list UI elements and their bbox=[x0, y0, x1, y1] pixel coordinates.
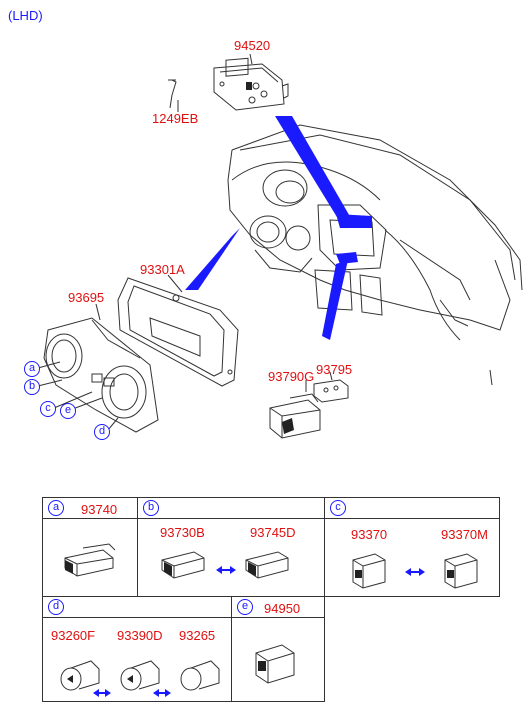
part-label-93795: 93795 bbox=[316, 362, 353, 377]
interchange-arrow-icon bbox=[405, 568, 425, 576]
part-93740-drawing bbox=[64, 543, 116, 577]
switch-93790g-drawing bbox=[269, 393, 321, 439]
part-label-1249eb: 1249EB bbox=[152, 111, 199, 126]
part-label-94520: 94520 bbox=[234, 38, 271, 53]
part-label-93745d: 93745D bbox=[250, 525, 296, 540]
part-label-93730b: 93730B bbox=[160, 525, 205, 540]
part-label-93740: 93740 bbox=[81, 502, 118, 517]
cell-b-letter: b bbox=[143, 500, 159, 516]
clock-unit-drawing bbox=[213, 57, 289, 111]
cell-a-letter: a bbox=[48, 500, 64, 516]
part-93730b-93745d-drawing bbox=[161, 551, 289, 579]
cell-d-letter: d bbox=[48, 599, 64, 615]
part-label-93370: 93370 bbox=[351, 527, 388, 542]
callout-a: a bbox=[24, 361, 40, 377]
part-label-93390d: 93390D bbox=[117, 628, 163, 643]
table-cell-b: b 93730B 93745D bbox=[137, 497, 325, 597]
interchange-arrow-icon bbox=[93, 689, 171, 697]
table-cell-a: a 93740 bbox=[42, 497, 138, 597]
callout-c: c bbox=[40, 401, 56, 417]
center-panel-drawing bbox=[43, 317, 159, 433]
part-label-93265: 93265 bbox=[179, 628, 216, 643]
part-label-93260f: 93260F bbox=[51, 628, 96, 643]
assembly-arrows bbox=[185, 116, 372, 340]
dashboard-drawing bbox=[227, 124, 523, 386]
callout-d: d bbox=[94, 424, 110, 440]
part-label-93790g: 93790G bbox=[268, 369, 315, 384]
table-cell-d: d 93260F 93390D 93265 bbox=[42, 596, 232, 702]
interchange-arrow-icon bbox=[216, 566, 236, 574]
cell-e-letter: e bbox=[237, 599, 253, 615]
table-cell-e: e 94950 bbox=[231, 596, 325, 702]
part-label-93370m: 93370M bbox=[441, 527, 488, 542]
callout-b: b bbox=[24, 379, 40, 395]
table-cell-c: c 93370 93370M bbox=[324, 497, 500, 597]
part-93370-drawing bbox=[352, 553, 478, 589]
part-label-94950: 94950 bbox=[264, 601, 301, 616]
part-label-93695: 93695 bbox=[68, 290, 105, 305]
cell-c-letter: c bbox=[330, 500, 346, 516]
part-label-93301a: 93301A bbox=[140, 262, 185, 277]
screw-drawing bbox=[168, 79, 177, 109]
crash-pad-drawing bbox=[117, 277, 239, 387]
callout-e: e bbox=[60, 403, 76, 419]
part-94950-drawing bbox=[255, 644, 295, 684]
part-93260f-93390d-93265-drawing bbox=[60, 660, 220, 697]
variant-label: (LHD) bbox=[8, 8, 43, 23]
switch-93795-drawing bbox=[313, 379, 349, 403]
